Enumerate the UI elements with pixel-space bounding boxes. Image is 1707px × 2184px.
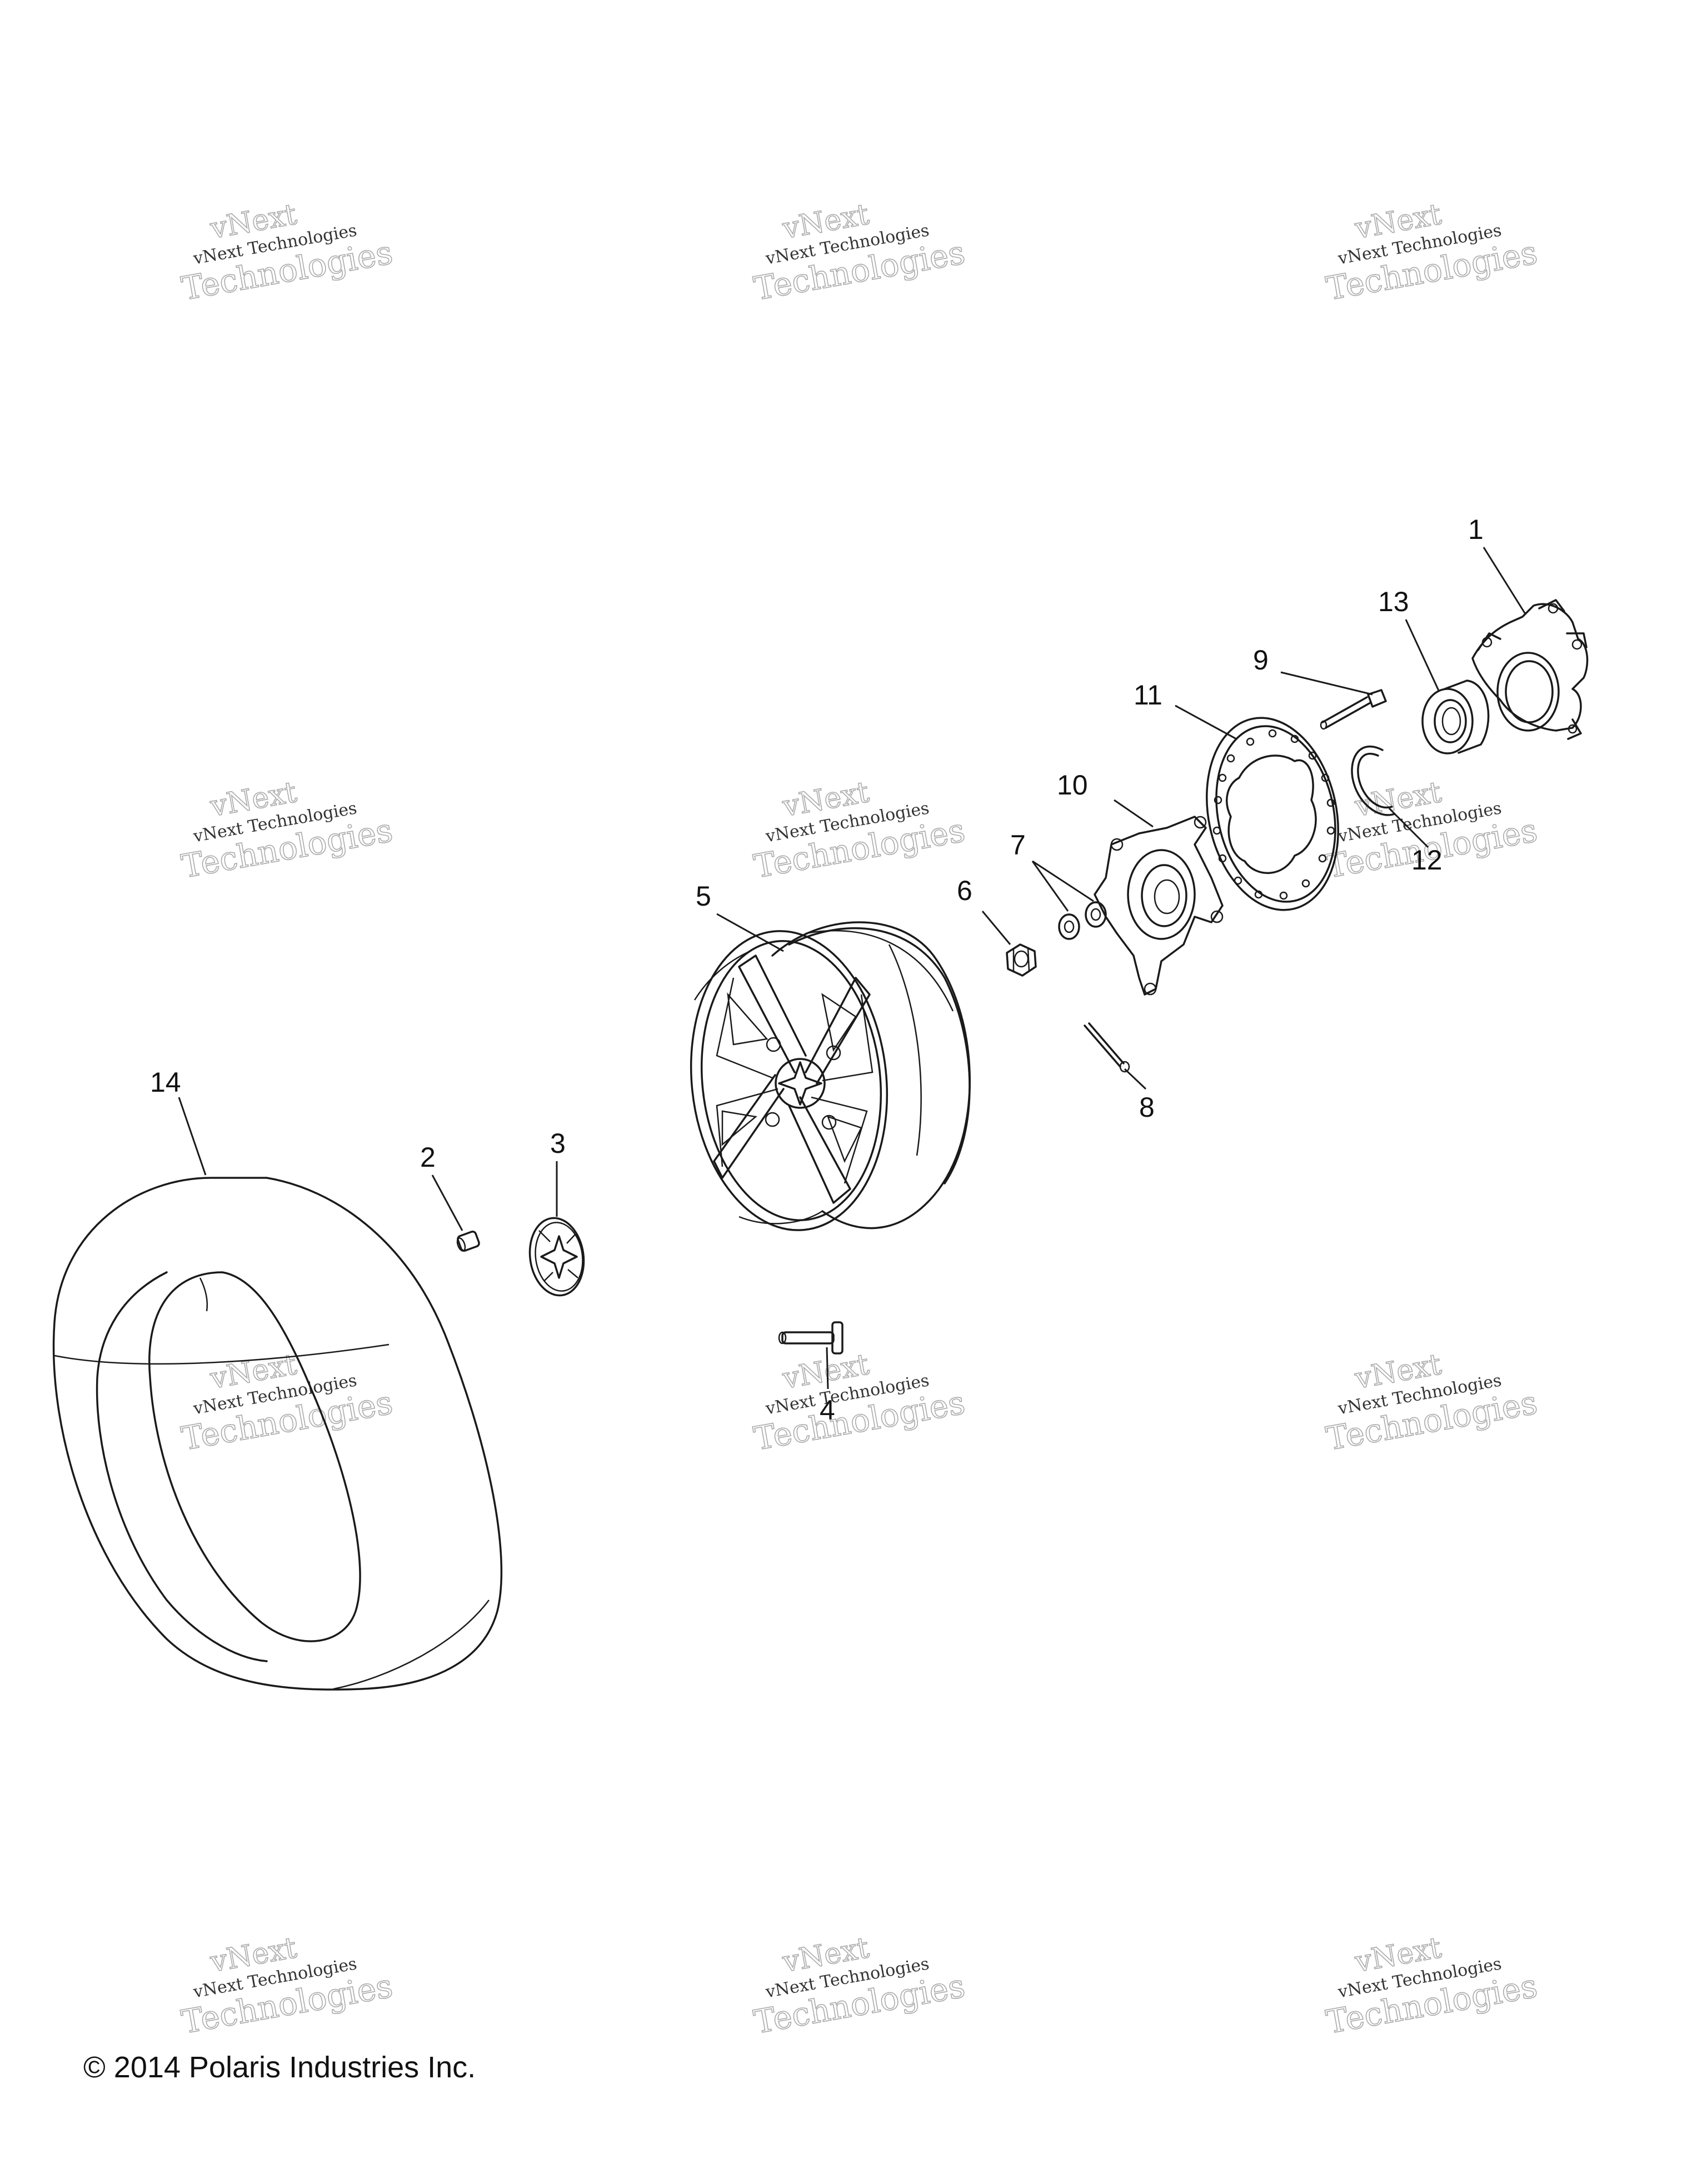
copyright-text: © 2014 Polaris Industries Inc.	[83, 2051, 476, 2084]
callout-8: 8	[1139, 1092, 1155, 1123]
callout-2: 2	[420, 1142, 436, 1173]
leader-6	[981, 911, 1011, 945]
callout-6: 6	[957, 875, 972, 906]
callout-5: 5	[696, 881, 711, 912]
watermark: vNext vNext Technologies Technologies	[751, 197, 968, 308]
callout-13: 13	[1378, 586, 1409, 617]
leader-13	[1405, 619, 1440, 692]
watermark: vNext vNext Technologies Technologies	[178, 1347, 396, 1458]
washer-inner	[1085, 901, 1107, 928]
watermark: vNext vNext Technologies Technologies	[751, 775, 968, 886]
leader-9	[1280, 671, 1373, 696]
callouts: 1 2 3 4 5 6 7 8 9 10 11 12 13 14	[150, 514, 1484, 1426]
wheel-hub	[1094, 816, 1224, 996]
watermark: vNext vNext Technologies Technologies	[751, 1347, 968, 1458]
cotter-pin	[1084, 1022, 1130, 1073]
tire	[52, 1177, 503, 1691]
watermark: vNext vNext Technologies Technologies	[1323, 197, 1540, 308]
callout-14: 14	[150, 1067, 181, 1098]
leader-14	[178, 1097, 207, 1176]
watermark: vNext vNext Technologies Technologies	[178, 1931, 396, 2041]
leader-1	[1483, 547, 1526, 614]
leader-4	[826, 1347, 829, 1390]
watermark: vNext vNext Technologies Technologies	[751, 1931, 968, 2041]
wheel-stud	[778, 1321, 843, 1355]
callout-1: 1	[1468, 514, 1484, 545]
callout-12: 12	[1411, 844, 1443, 876]
callout-4: 4	[820, 1395, 835, 1426]
wheel	[690, 921, 971, 1231]
callout-11: 11	[1134, 679, 1162, 711]
watermark: vNext vNext Technologies Technologies	[178, 197, 396, 308]
callout-10: 10	[1057, 769, 1088, 801]
watermark: vNext vNext Technologies Technologies	[1323, 1347, 1540, 1458]
watermark: vNext vNext Technologies Technologies	[1323, 1931, 1540, 2041]
callout-3: 3	[550, 1128, 566, 1159]
castle-nut	[1006, 943, 1037, 977]
leader-11	[1175, 704, 1237, 740]
leader-12	[1388, 807, 1429, 848]
leader-lines	[178, 547, 1526, 1390]
leader-10	[1114, 799, 1154, 828]
callout-7: 7	[1010, 829, 1026, 861]
snap-ring	[1351, 746, 1396, 816]
callout-9: 9	[1253, 644, 1269, 676]
leader-8	[1124, 1068, 1147, 1090]
washer-outer	[1058, 913, 1080, 940]
bolt	[1320, 689, 1387, 730]
brake-disc	[1206, 717, 1339, 911]
leader-2	[431, 1175, 463, 1231]
center-cap	[528, 1217, 585, 1297]
steering-knuckle	[1471, 599, 1589, 740]
leader-5	[716, 913, 784, 952]
leader-7a	[1031, 861, 1069, 912]
watermarks: vNext vNext Technologies Technologies vN…	[178, 197, 1540, 2041]
watermark: vNext vNext Technologies Technologies	[178, 775, 396, 886]
bearing	[1421, 679, 1490, 754]
leader-7b	[1032, 860, 1094, 902]
valve-stem	[456, 1230, 480, 1252]
